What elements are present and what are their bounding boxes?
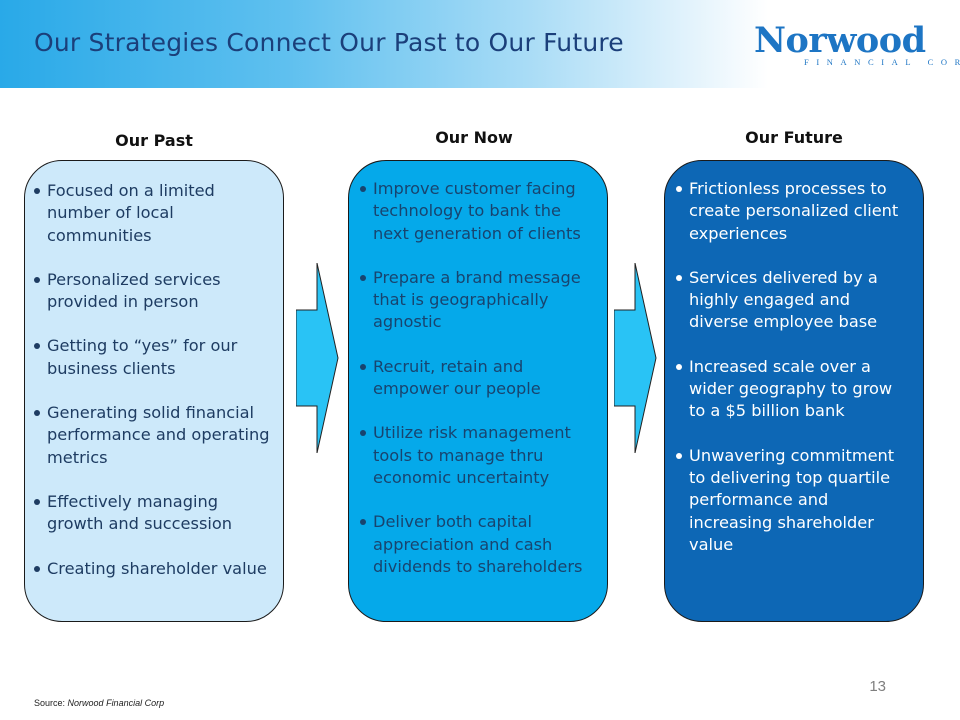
list-item: Prepare a brand message that is geograph… (359, 267, 595, 334)
list-item: Deliver both capital appreciation and ca… (359, 511, 595, 578)
list-item: Frictionless processes to create persona… (675, 178, 913, 245)
list-item: Improve customer facing technology to ba… (359, 178, 595, 245)
list-item: Creating shareholder value (33, 558, 271, 580)
norwood-logo: Norwood FINANCIAL CORP (754, 20, 960, 68)
list-item: Generating solid financial performance a… (33, 402, 271, 469)
right-arrow-icon (296, 263, 339, 453)
list-item: Focused on a limited number of local com… (33, 180, 271, 247)
panel-our-future: Frictionless processes to create persona… (664, 160, 924, 622)
list-item: Unwavering commitment to delivering top … (675, 445, 913, 556)
right-arrow-icon (614, 263, 657, 453)
heading-our-now: Our Now (435, 128, 513, 147)
page-title: Our Strategies Connect Our Past to Our F… (34, 28, 624, 57)
source-name: Norwood Financial Corp (67, 698, 165, 708)
list-item: Services delivered by a highly engaged a… (675, 267, 913, 334)
list-item: Increased scale over a wider geography t… (675, 356, 913, 423)
logo-wordmark: Norwood (754, 20, 926, 61)
header-band (0, 0, 960, 88)
panel-our-now: Improve customer facing technology to ba… (348, 160, 608, 622)
list-item: Utilize risk management tools to manage … (359, 422, 595, 489)
logo-subtitle: FINANCIAL CORP (804, 57, 960, 67)
source-note: Source: Norwood Financial Corp (34, 698, 164, 708)
now-list: Improve customer facing technology to ba… (349, 161, 607, 578)
list-item: Effectively managing growth and successi… (33, 491, 271, 536)
list-item: Recruit, retain and empower our people (359, 356, 595, 401)
heading-our-past: Our Past (115, 131, 193, 150)
page-number: 13 (869, 678, 886, 695)
list-item: Getting to “yes” for our business client… (33, 335, 271, 380)
panel-our-past: Focused on a limited number of local com… (24, 160, 284, 622)
future-list: Frictionless processes to create persona… (665, 161, 923, 556)
heading-our-future: Our Future (745, 128, 843, 147)
list-item: Personalized services provided in person (33, 269, 271, 314)
past-list: Focused on a limited number of local com… (25, 161, 283, 580)
source-label: Source: (34, 698, 66, 708)
